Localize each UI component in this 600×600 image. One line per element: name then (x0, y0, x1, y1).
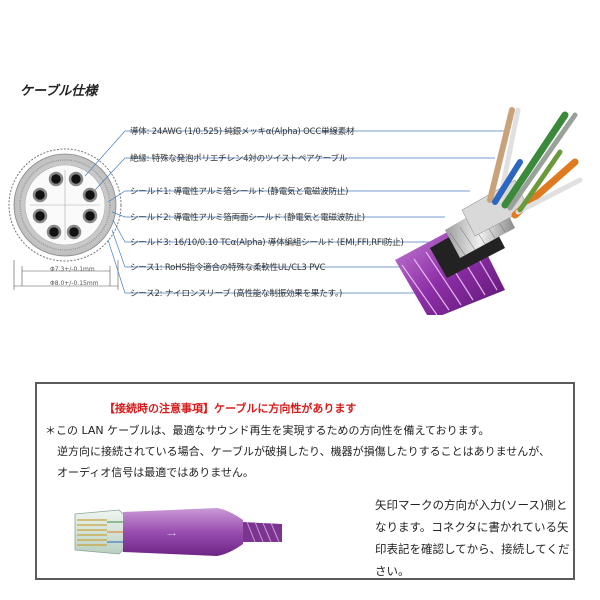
cable-diagram (8, 107, 583, 315)
spec-label-conductor: 導体: 24AWG (1/0.525) 純銀メッキα(Alpha) OCC単線素… (130, 127, 355, 137)
notice-title: 【接続時の注意事項】ケーブルに方向性があります (104, 402, 357, 415)
dimension-inner: Φ7.3+/-0.1mm (50, 266, 95, 273)
notice-line1: ＊この LAN ケーブルは、最適なサウンド再生を実現するための方向性を備えており… (45, 424, 490, 437)
spec-label-shield3: シールド3: 16/10/0.10 TCα(Alpha) 導体編組シールド (E… (130, 238, 404, 248)
spec-label-sheath1: シース1: RoHS指令適合の特殊な柔軟性UL/CL3 PVC (130, 263, 326, 273)
dimension-outer: Φ8.0+/-0.15mm (50, 280, 99, 287)
spec-label-sheath2: シース2: ナイロンスリーブ (高性能な制振効果を果たす。) (130, 289, 343, 299)
connector-illustration: ⟶ (74, 508, 282, 556)
cable-cutaway (395, 107, 583, 315)
spec-label-shield2: シールド2: 導電性アルミ箔両面シールド (静電気と電磁波防止) (130, 213, 365, 223)
notice-box: 【接続時の注意事項】ケーブルに方向性があります ＊この LAN ケーブルは、最適… (35, 382, 575, 580)
spec-title: ケーブル仕様 (20, 84, 98, 99)
spec-label-insulation: 絶縁: 特殊な発泡ポリエチレン4対のツイストペアケーブル (130, 154, 348, 164)
notice-line3: オーディオ信号は最適ではありません。 (57, 466, 254, 479)
leader-lines (84, 130, 506, 294)
arrow-direction-note: 矢印マークの方向が入力(ソース)側となります。コネクタに書かれている矢印表記を確… (375, 498, 570, 578)
svg-text:⟶: ⟶ (167, 531, 176, 538)
notice-line2: 逆方向に接続されている場合、ケーブルが破損したり、機器が損傷したりすることはあり… (57, 445, 551, 458)
notice-body: ＊この LAN ケーブルは、最適なサウンド再生を実現するための方向性を備えており… (45, 420, 573, 483)
spec-label-shield1: シールド1: 導電性アルミ箔シールド (静電気と電磁波防止) (130, 187, 349, 197)
cross-section (8, 148, 122, 290)
